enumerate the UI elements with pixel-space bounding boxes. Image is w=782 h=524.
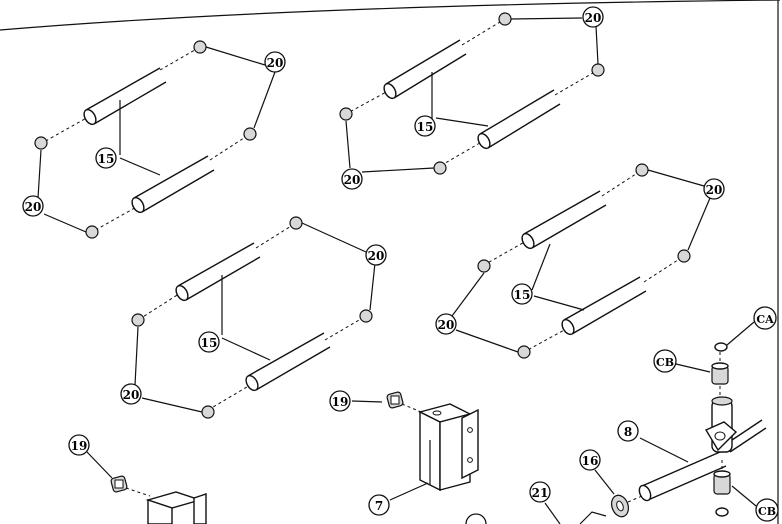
- pin-1c: [243, 127, 257, 141]
- pin-3c: [359, 309, 373, 323]
- callout-label: CA: [756, 313, 774, 326]
- bracket-cap-center: [351, 391, 427, 415]
- callout-label: 20: [368, 249, 385, 263]
- tube-3b: [245, 332, 331, 392]
- callout-label: 19: [332, 395, 349, 409]
- callout-8: 8: [617, 420, 639, 442]
- pin-4a: [635, 163, 649, 177]
- pin-4b: [477, 259, 491, 273]
- callout-label: 15: [98, 152, 115, 166]
- pin-2c: [591, 63, 605, 77]
- callout-20-g1b: 20: [22, 195, 44, 217]
- pin-1a: [193, 40, 207, 54]
- callout-CA: CA: [753, 306, 777, 330]
- callout-20-g4a: 20: [703, 178, 725, 200]
- callout-20-g3a: 20: [365, 244, 387, 266]
- callout-label: 19: [71, 439, 88, 453]
- callout-CB-bottom: CB: [755, 498, 779, 522]
- callout-20-g2a: 20: [582, 6, 604, 28]
- callout-label: 20: [438, 318, 455, 332]
- callout-label: 15: [514, 288, 531, 302]
- callout-20-g4b: 20: [435, 313, 457, 335]
- tube-2b: [477, 89, 561, 150]
- partial-bracket-left: [145, 491, 207, 524]
- upright-bracket: [389, 403, 479, 501]
- tube-4a: [521, 190, 607, 250]
- pin-2a: [498, 12, 512, 26]
- callout-label: CB: [656, 356, 674, 369]
- tube-set-3: [131, 216, 376, 419]
- washer: [594, 469, 643, 518]
- pin-4d: [517, 345, 531, 359]
- callout-15-g3: 15: [198, 331, 220, 353]
- pin-2b: [339, 107, 353, 121]
- callout-label: 7: [375, 499, 383, 513]
- sheet-border-top: [0, 0, 781, 31]
- crank-shaft: [638, 396, 767, 502]
- callout-CB-top: CB: [653, 349, 677, 373]
- callout-label: 20: [267, 56, 284, 70]
- tube-3a: [175, 242, 261, 302]
- callout-label: 20: [25, 200, 42, 214]
- tube-set-4: [451, 163, 711, 359]
- tube-set-1: [34, 40, 276, 239]
- callout-label: 15: [201, 336, 218, 350]
- callout-21: 21: [529, 481, 551, 503]
- callout-label: 8: [624, 425, 632, 439]
- callout-15-g1: 15: [95, 147, 117, 169]
- tube-1b: [131, 155, 215, 214]
- callout-19-left: 19: [68, 434, 90, 456]
- bushing-b-bottom: [713, 460, 757, 517]
- pin-1b: [34, 136, 48, 150]
- partial-callout-bottom: [465, 513, 487, 524]
- callout-19-center: 19: [329, 390, 351, 412]
- clip-a: [714, 321, 755, 352]
- tube-1a: [83, 67, 167, 126]
- callout-label: 20: [344, 173, 361, 187]
- callout-label: 20: [585, 11, 602, 25]
- callout-16: 16: [579, 449, 601, 471]
- pin-2d: [433, 161, 447, 175]
- pin-4c: [677, 249, 691, 263]
- callout-label: CB: [758, 505, 776, 518]
- pin-3b: [131, 313, 145, 327]
- callout-20-g3b: 20: [120, 383, 142, 405]
- tube-set-2: [339, 12, 605, 175]
- callout-15-g2: 15: [414, 115, 436, 137]
- callout-label: 20: [123, 388, 140, 402]
- callout-15-g4: 15: [511, 283, 533, 305]
- pin-3a: [289, 216, 303, 230]
- callout-label: 16: [582, 454, 599, 468]
- nut: [544, 502, 607, 524]
- bushing-b-top: [675, 352, 729, 398]
- callout-7: 7: [368, 494, 390, 516]
- bracket-cap-left: [86, 451, 151, 497]
- callout-label: 21: [532, 486, 549, 500]
- callout-20-g1a: 20: [264, 51, 286, 73]
- callout-label: 20: [706, 183, 723, 197]
- callout-20-g2b: 20: [341, 168, 363, 190]
- tube-4b: [561, 276, 647, 336]
- callout-label: 15: [417, 120, 434, 134]
- pin-3d: [201, 405, 215, 419]
- tube-2a: [383, 39, 467, 100]
- pin-1d: [85, 225, 99, 239]
